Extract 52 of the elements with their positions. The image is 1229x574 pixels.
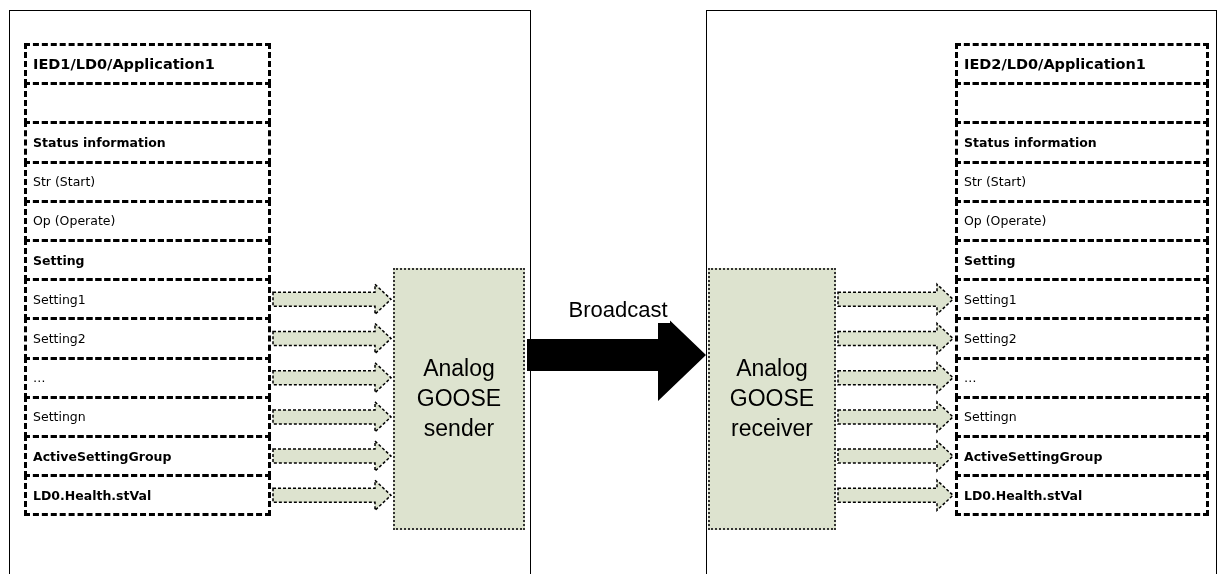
- table-row: [955, 121, 1209, 164]
- table-row: [955, 160, 1209, 203]
- row-label: LD0.Health.stVal: [964, 487, 1083, 503]
- arrow: [837, 321, 955, 356]
- process-box: [708, 268, 836, 530]
- row-label: Setting: [964, 252, 1016, 268]
- arrow: [837, 400, 955, 434]
- table-row: [955, 474, 1209, 517]
- row-label: Status information: [964, 135, 1097, 150]
- table-row: [24, 160, 271, 203]
- row-label: Str (Start): [33, 174, 96, 190]
- row-label: Op (Operate): [33, 213, 116, 229]
- row-label: Setting1: [33, 291, 86, 307]
- arrow: [837, 439, 955, 473]
- row-label: IED2/LD0/Application1: [964, 56, 1146, 73]
- table-row: [955, 356, 1209, 399]
- table-row: [955, 317, 1209, 360]
- table-row: [24, 199, 271, 242]
- row-label: ActiveSettingGroup: [33, 448, 172, 464]
- arrow: [272, 478, 393, 512]
- arrow: [837, 478, 955, 512]
- row-label: Setting1: [964, 291, 1017, 307]
- row-label: Status information: [33, 135, 166, 150]
- row-label: Settingn: [964, 409, 1017, 425]
- row-label: Str (Start): [964, 174, 1027, 190]
- arrow: [837, 282, 955, 316]
- row-label: ActiveSettingGroup: [964, 448, 1103, 464]
- box-label: Analog GOOSE receiver: [728, 354, 816, 443]
- table-row: [24, 317, 271, 360]
- box-label: Analog GOOSE sender: [415, 354, 503, 443]
- row-label: …: [964, 370, 977, 386]
- arrow: [837, 360, 955, 395]
- row-label: LD0.Health.stVal: [33, 487, 152, 503]
- row-label: IED1/LD0/Application1: [33, 56, 215, 73]
- row-label: Setting: [33, 252, 85, 268]
- table-row: [24, 356, 271, 399]
- row-label: Settingn: [33, 409, 86, 425]
- arrow: [272, 360, 393, 395]
- table-row: [955, 395, 1209, 438]
- arrow: [272, 400, 393, 434]
- row-label: Setting2: [33, 331, 86, 346]
- table-row: [24, 121, 271, 164]
- row-label: …: [33, 370, 46, 386]
- arrow: [272, 439, 393, 473]
- table-row: [24, 474, 271, 517]
- table-row: [955, 199, 1209, 242]
- process-box: [393, 268, 525, 530]
- row-label: Setting2: [964, 331, 1017, 346]
- row-label: Op (Operate): [964, 213, 1047, 229]
- arrow: [272, 282, 393, 316]
- table-row: [24, 395, 271, 438]
- arrow: [272, 321, 393, 356]
